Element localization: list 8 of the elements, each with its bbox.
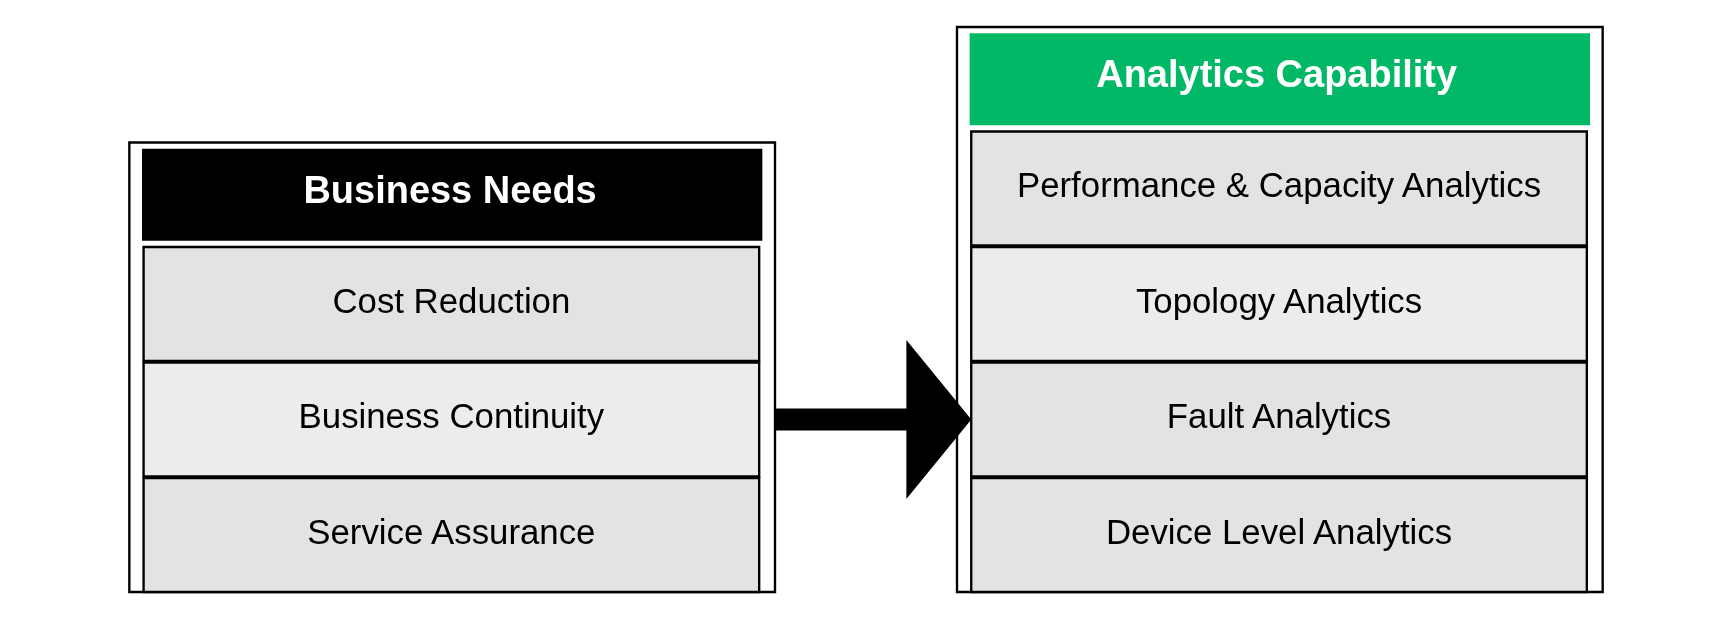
node-box: Service Assurance (142, 476, 761, 594)
node-box: Device Level Analytics (970, 476, 1589, 594)
node-box: Fault Analytics (970, 361, 1589, 478)
node-box: Cost Reduction (142, 245, 761, 363)
arrow (775, 339, 972, 500)
node-box: Topology Analytics (970, 245, 1589, 363)
node-box: Business Continuity (142, 361, 761, 478)
node-box: Performance & Capacity Analytics (970, 130, 1589, 247)
